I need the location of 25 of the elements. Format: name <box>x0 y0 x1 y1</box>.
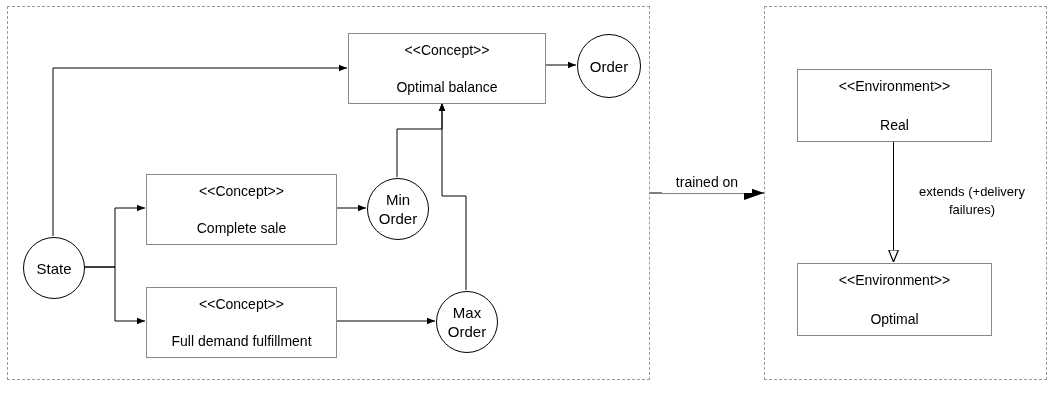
arrow <box>649 186 765 200</box>
arrow <box>335 204 367 212</box>
stereotype-label: <<Environment>> <box>838 271 951 289</box>
arrow <box>335 317 436 325</box>
class-name: Full demand fulfillment <box>171 332 312 350</box>
arrow <box>544 61 577 69</box>
stereotype-label: <<Concept>> <box>199 295 284 313</box>
class-name: Complete sale <box>196 219 287 237</box>
class-box <box>146 174 337 245</box>
arrow <box>83 266 146 325</box>
stereotype-label: <<Concept>> <box>404 41 490 59</box>
class-box <box>797 263 992 336</box>
class-name: Optimal balance <box>396 78 498 96</box>
class-name: Optimal <box>870 310 919 328</box>
arrow <box>52 64 348 237</box>
stereotype-label: <<Concept>> <box>199 182 284 200</box>
class-name: Real <box>880 116 909 134</box>
class-box <box>797 69 992 142</box>
dashed-frame <box>764 6 1047 380</box>
dashed-frame <box>7 6 650 380</box>
class-box <box>146 287 337 358</box>
class-box <box>348 33 546 104</box>
arrow <box>438 102 467 291</box>
stereotype-label: <<Environment>> <box>838 77 951 95</box>
arrow <box>888 140 899 263</box>
